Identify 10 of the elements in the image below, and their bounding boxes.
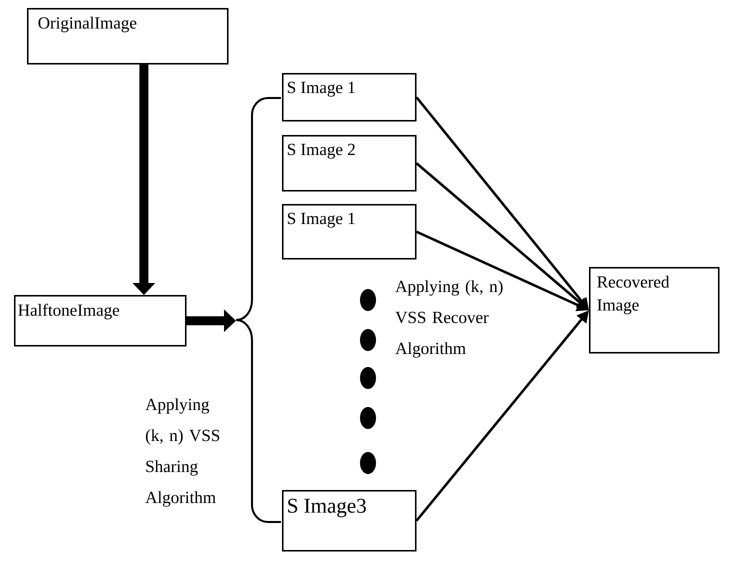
process-box: S Image3 <box>282 490 416 552</box>
process-box: S Image 1 <box>282 204 416 260</box>
annotation: Applying (k, n) VSS Sharing Algorithm <box>145 398 220 507</box>
curly-brace <box>235 97 281 523</box>
annotation: Applying (k, n) VSS Recover Algorithm <box>395 280 503 358</box>
process-box: OriginalImage <box>27 8 228 64</box>
process-box: Recovered Image <box>589 267 720 354</box>
process-box: S Image 1 <box>282 73 416 122</box>
process-box: HalftoneImage <box>14 295 186 346</box>
process-box: S Image 2 <box>282 135 416 192</box>
